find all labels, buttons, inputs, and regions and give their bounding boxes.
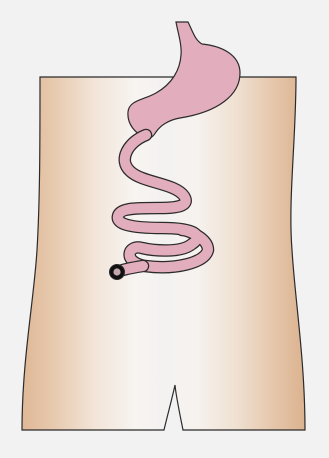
stoma-opening-center [113, 268, 120, 275]
